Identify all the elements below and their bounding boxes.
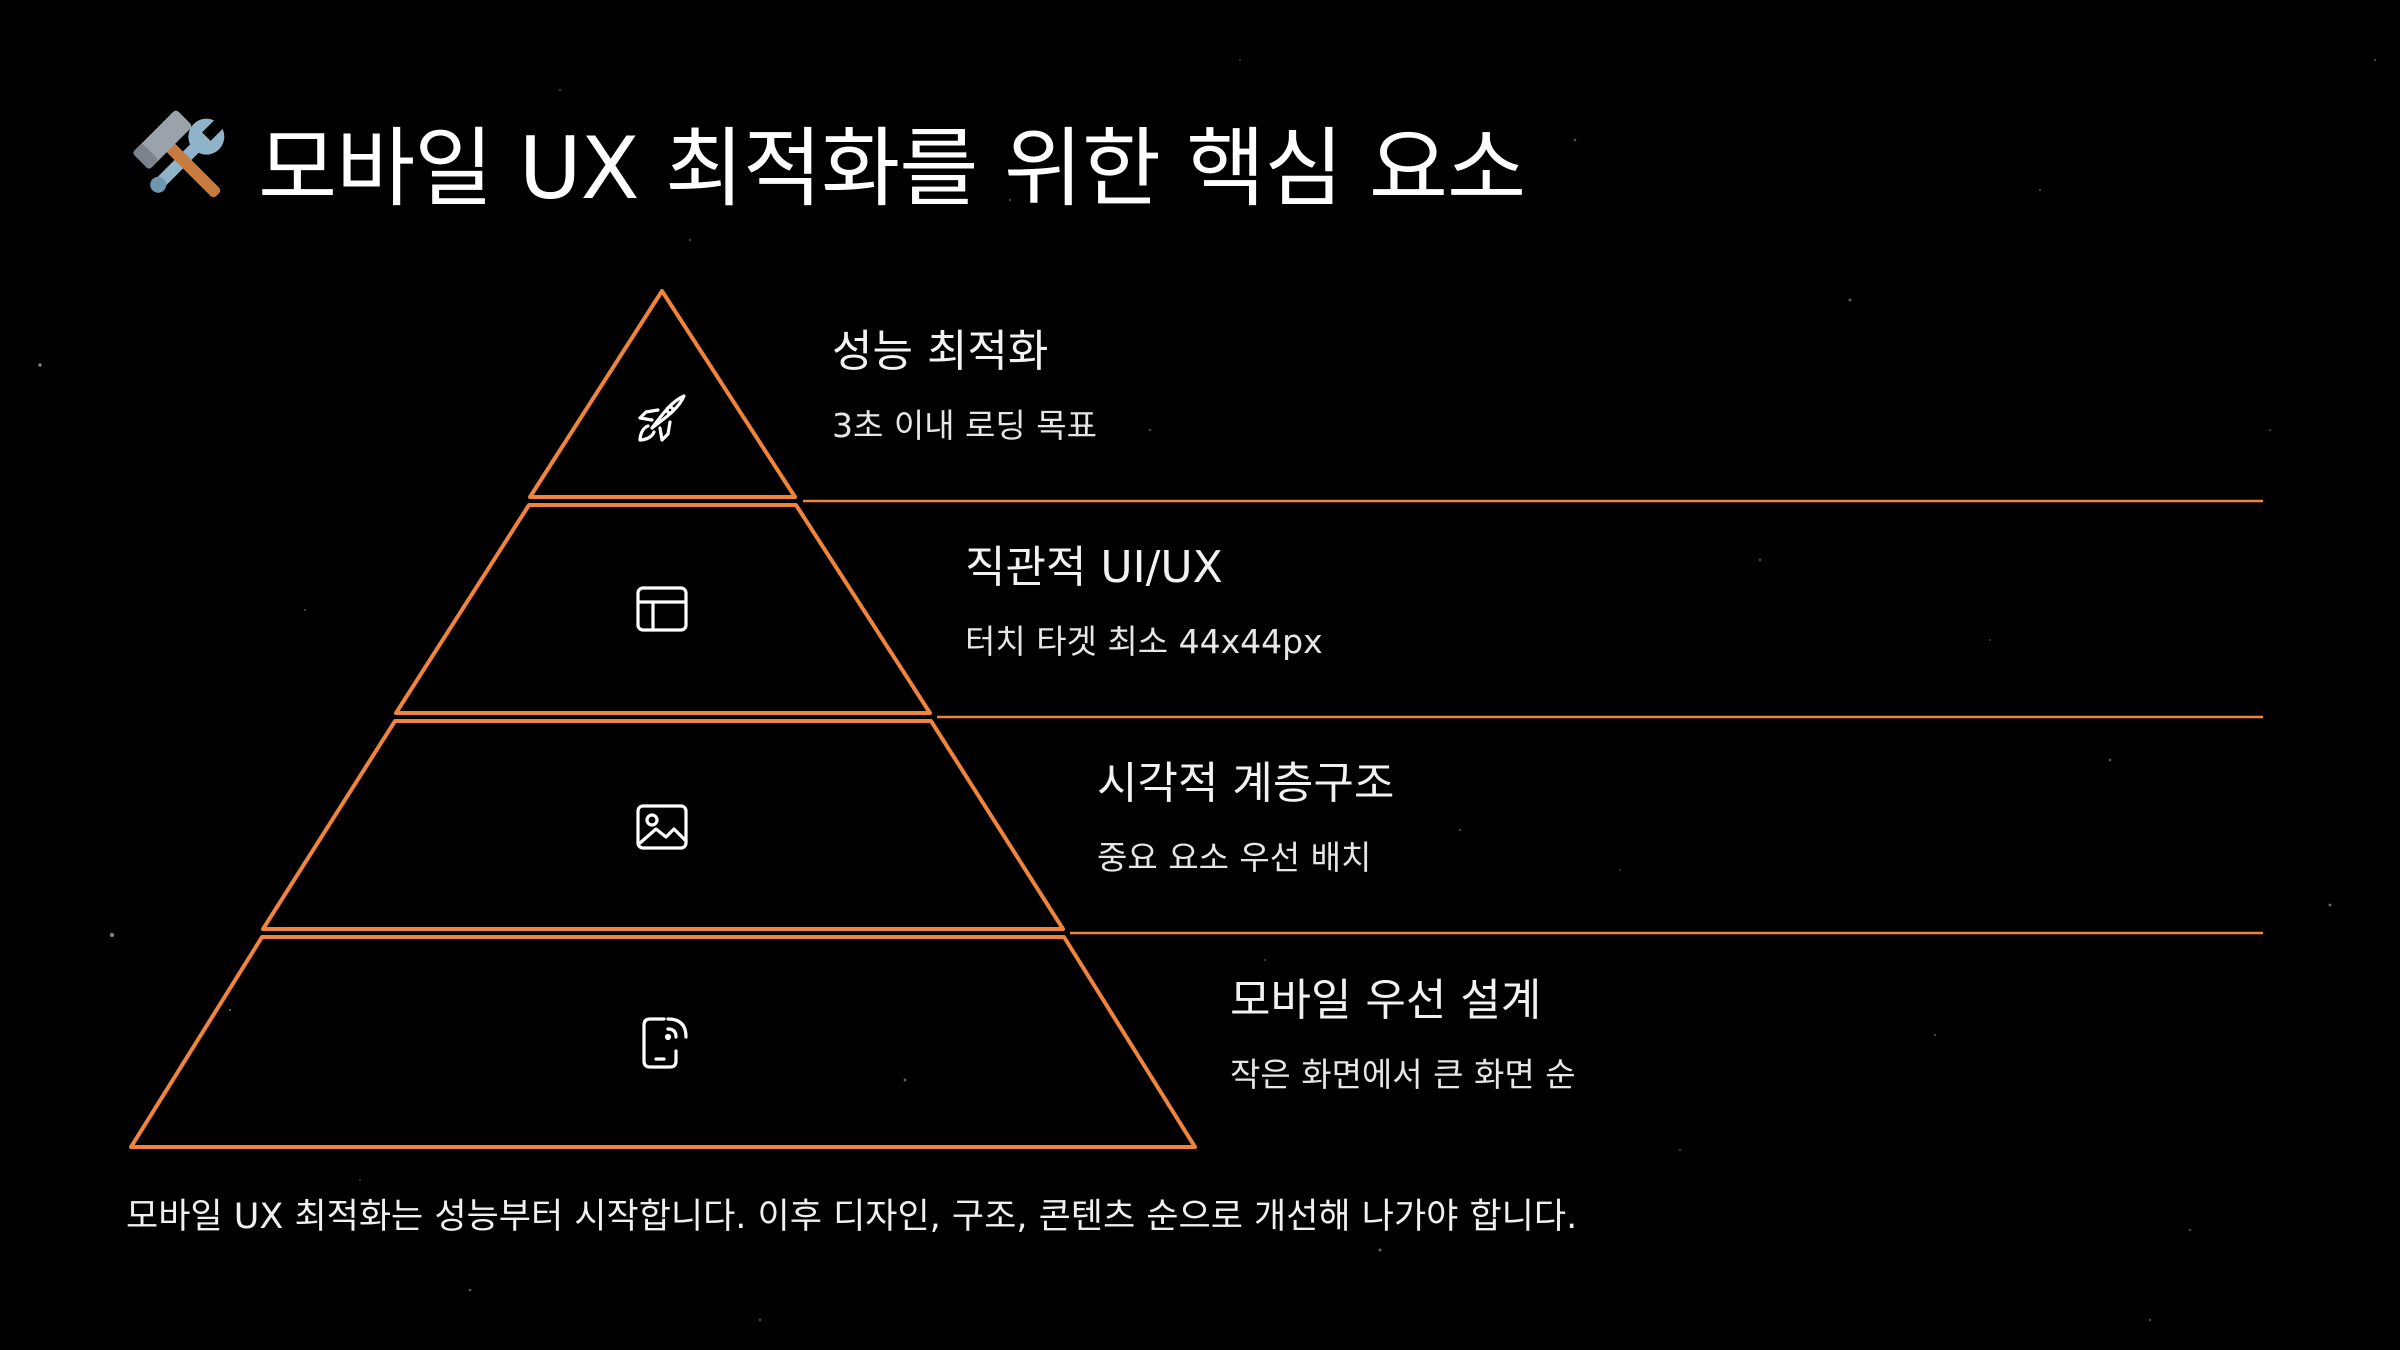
layer-3-description: 중요 요소 우선 배치 — [1097, 838, 1372, 877]
hammer-and-wrench-icon — [133, 110, 225, 198]
title-row: 모바일 UX 최적화를 위한 핵심 요소 — [128, 100, 1526, 220]
pyramid-layer-4 — [129, 935, 1197, 1149]
layer-4-text: 모바일 우선 설계 작은 화면에서 큰 화면 순 — [1230, 973, 1576, 1097]
pyramid-layer-1 — [528, 289, 797, 499]
layer-1-text: 성능 최적화 3초 이내 로딩 목표 — [832, 324, 1097, 448]
layer-2-title: 직관적 UI/UX — [965, 542, 1223, 593]
layer-1-description: 3초 이내 로딩 목표 — [832, 406, 1097, 445]
image-icon — [636, 804, 688, 850]
layer-4-description: 작은 화면에서 큰 화면 순 — [1230, 1055, 1576, 1094]
pyramid-layer-2 — [394, 503, 932, 715]
layer-1-title: 성능 최적화 — [832, 326, 1049, 377]
rocket-icon — [638, 394, 686, 442]
layer-3-text: 시각적 계층구조 중요 요소 우선 배치 — [1097, 756, 1394, 880]
layer-2-description: 터치 타겟 최소 44x44px — [965, 622, 1323, 661]
layout-icon — [636, 586, 688, 632]
layer-3-title: 시각적 계층구조 — [1097, 758, 1395, 809]
layer-2-text: 직관적 UI/UX 터치 타겟 최소 44x44px — [965, 540, 1323, 664]
layer-4-title: 모바일 우선 설계 — [1230, 975, 1542, 1026]
footer-summary: 모바일 UX 최적화는 성능부터 시작합니다. 이후 디자인, 구조, 콘텐츠 … — [126, 1197, 1578, 1237]
pyramid-layer-3 — [261, 719, 1065, 931]
phone-wireless-icon — [642, 1017, 688, 1069]
page-title: 모바일 UX 최적화를 위한 핵심 요소 — [258, 118, 1526, 219]
